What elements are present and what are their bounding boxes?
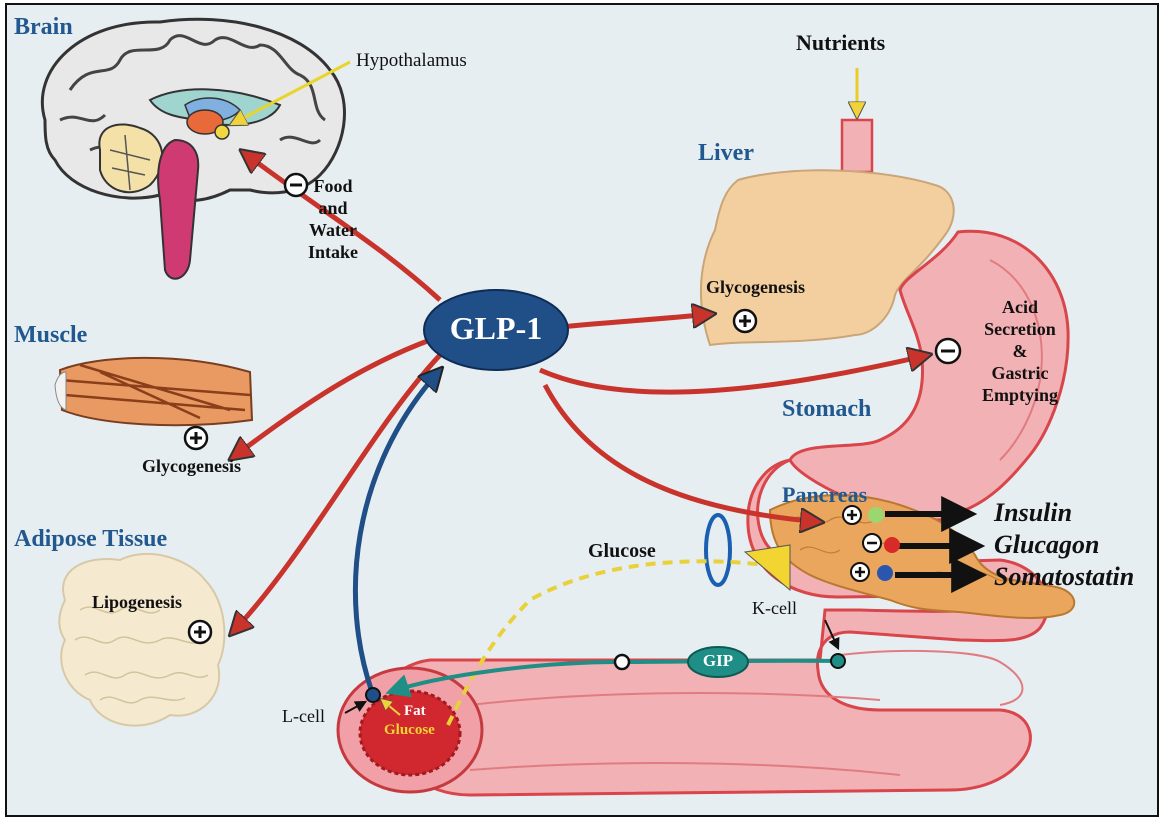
l-cell-label: L-cell (282, 706, 325, 727)
brain-label: Brain (14, 14, 73, 41)
stomach-effect-line-1: Acid (975, 296, 1065, 318)
insulin-stimulate-sign (843, 506, 861, 524)
stomach-inhibit-sign (936, 339, 960, 363)
somatostatin-stimulate-sign (851, 563, 869, 581)
glucagon-inhibit-sign (863, 534, 881, 552)
l-cell-dot (366, 688, 380, 702)
stomach-effect-line-4: Gastric (975, 362, 1065, 384)
acid-secretion-gastric-emptying-label: Acid Secretion & Gastric Emptying (975, 296, 1065, 406)
food-intake-line-2: and (308, 197, 358, 219)
food-intake-line-4: Intake (308, 241, 358, 263)
brain-inhibit-sign (285, 174, 307, 196)
liver-label: Liver (698, 140, 754, 167)
food-water-intake-label: Food and Water Intake (308, 175, 358, 263)
liver-glycogenesis-label: Glycogenesis (706, 277, 805, 298)
liver-stimulate-sign (734, 310, 756, 332)
insulin-label: Insulin (994, 498, 1072, 528)
k-cell-label: K-cell (752, 598, 797, 619)
stomach-effect-line-2: Secretion (975, 318, 1065, 340)
stomach-effect-line-3: & (975, 340, 1065, 362)
lumen-glucose-label: Glucose (384, 722, 435, 739)
stomach-effect-line-5: Emptying (975, 384, 1065, 406)
muscle-illustration (55, 358, 252, 425)
stomach-label: Stomach (782, 396, 871, 423)
food-intake-line-3: Water (308, 219, 358, 241)
fat-label: Fat (404, 703, 426, 720)
adipose-stimulate-sign (189, 621, 211, 643)
glp1-label: GLP-1 (436, 310, 556, 347)
glucose-label: Glucose (588, 540, 656, 563)
nutrients-label: Nutrients (796, 30, 885, 56)
muscle-stimulate-sign (185, 427, 207, 449)
somatostatin-dot (877, 565, 893, 581)
food-intake-line-1: Food (308, 175, 358, 197)
muscle-label: Muscle (14, 322, 87, 349)
muscle-glycogenesis-label: Glycogenesis (142, 456, 241, 477)
adipose-tissue-label: Adipose Tissue (14, 526, 167, 553)
pancreas-label: Pancreas (782, 482, 867, 508)
gip-label: GIP (690, 651, 746, 671)
glucagon-label: Glucagon (994, 530, 1099, 560)
gip-path-node (615, 655, 629, 669)
glucagon-dot (884, 537, 900, 553)
insulin-dot (868, 507, 884, 523)
somatostatin-label: Somatostatin (994, 562, 1134, 592)
lipogenesis-label: Lipogenesis (92, 592, 182, 613)
hypothalamus-label: Hypothalamus (356, 50, 467, 72)
k-cell-dot (831, 654, 845, 668)
esophagus (842, 120, 872, 172)
